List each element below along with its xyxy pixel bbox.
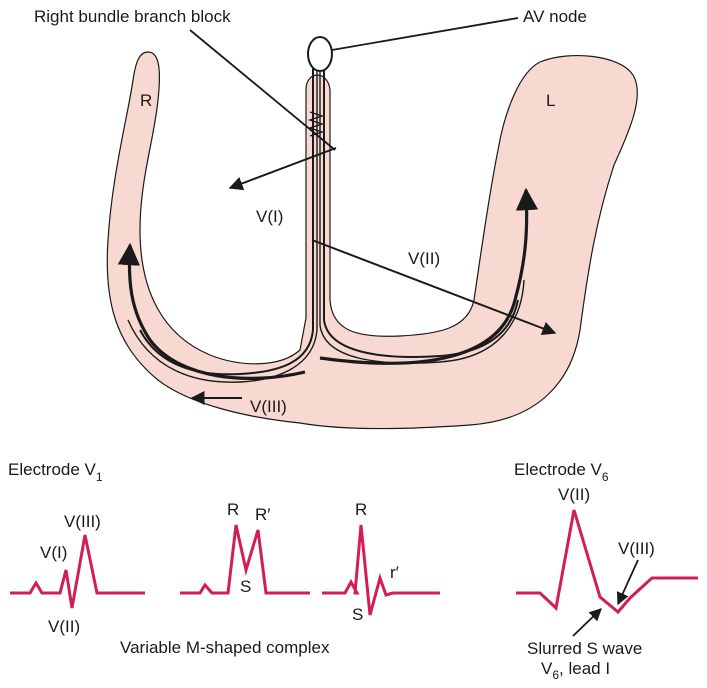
v1-complex-3-s-label: S [352, 605, 363, 624]
electrode-v1-title: Electrode V1 [8, 460, 103, 484]
v6-caption-line-1: Slurred S wave [527, 639, 642, 658]
v6-caption-line-2-post: , lead I [559, 659, 610, 678]
ventricle-tissue [107, 52, 637, 429]
v6-notch-label: V(III) [618, 539, 655, 558]
electrode-v6-title: Electrode V6 [514, 460, 609, 484]
electrode-v6-title-main: Electrode V [514, 460, 603, 479]
v6-caption-line-2-pre: V [541, 659, 553, 678]
v6-slur-arrow [573, 609, 601, 636]
av-node-label: AV node [523, 7, 587, 26]
v6-complex-trace [516, 510, 698, 612]
v1-complex-3-r-prime-label: r′ [390, 563, 399, 582]
electrode-v6-title-sub: 6 [602, 470, 609, 484]
v1-caption: Variable M-shaped complex [120, 638, 330, 657]
v1-complex-1-v2-label: V(II) [48, 617, 80, 636]
v1-complex-1-trace [10, 535, 145, 608]
v1-complex-3-r-label: R [355, 500, 367, 519]
v1-complex-1-v3-label: V(III) [64, 512, 101, 531]
rbbb-label: Right bundle branch block [34, 7, 231, 26]
v6-notch-arrow [618, 560, 638, 604]
av-node [308, 37, 332, 71]
v1-complex-1-v1-label: V(I) [40, 543, 67, 562]
v6-caption-line-2: V6, lead I [541, 659, 610, 682]
v1-complex-2-s-label: S [240, 577, 251, 596]
v6-peak-label: V(II) [558, 485, 590, 504]
right-ventricle-label: R [140, 91, 152, 110]
left-ventricle-label: L [546, 91, 555, 110]
electrode-v1-title-main: Electrode V [8, 460, 97, 479]
v1-complex-2-r-prime-label: R′ [255, 505, 270, 524]
v1-complex-2-r-label: R [227, 500, 239, 519]
vector-3-label: V(III) [250, 397, 287, 416]
electrode-v1-title-sub: 1 [96, 470, 103, 484]
v1-complex-3-trace [322, 525, 440, 615]
av-node-pointer [332, 18, 518, 50]
vector-2-label: V(II) [408, 249, 440, 268]
vector-1-label: V(I) [256, 207, 283, 226]
